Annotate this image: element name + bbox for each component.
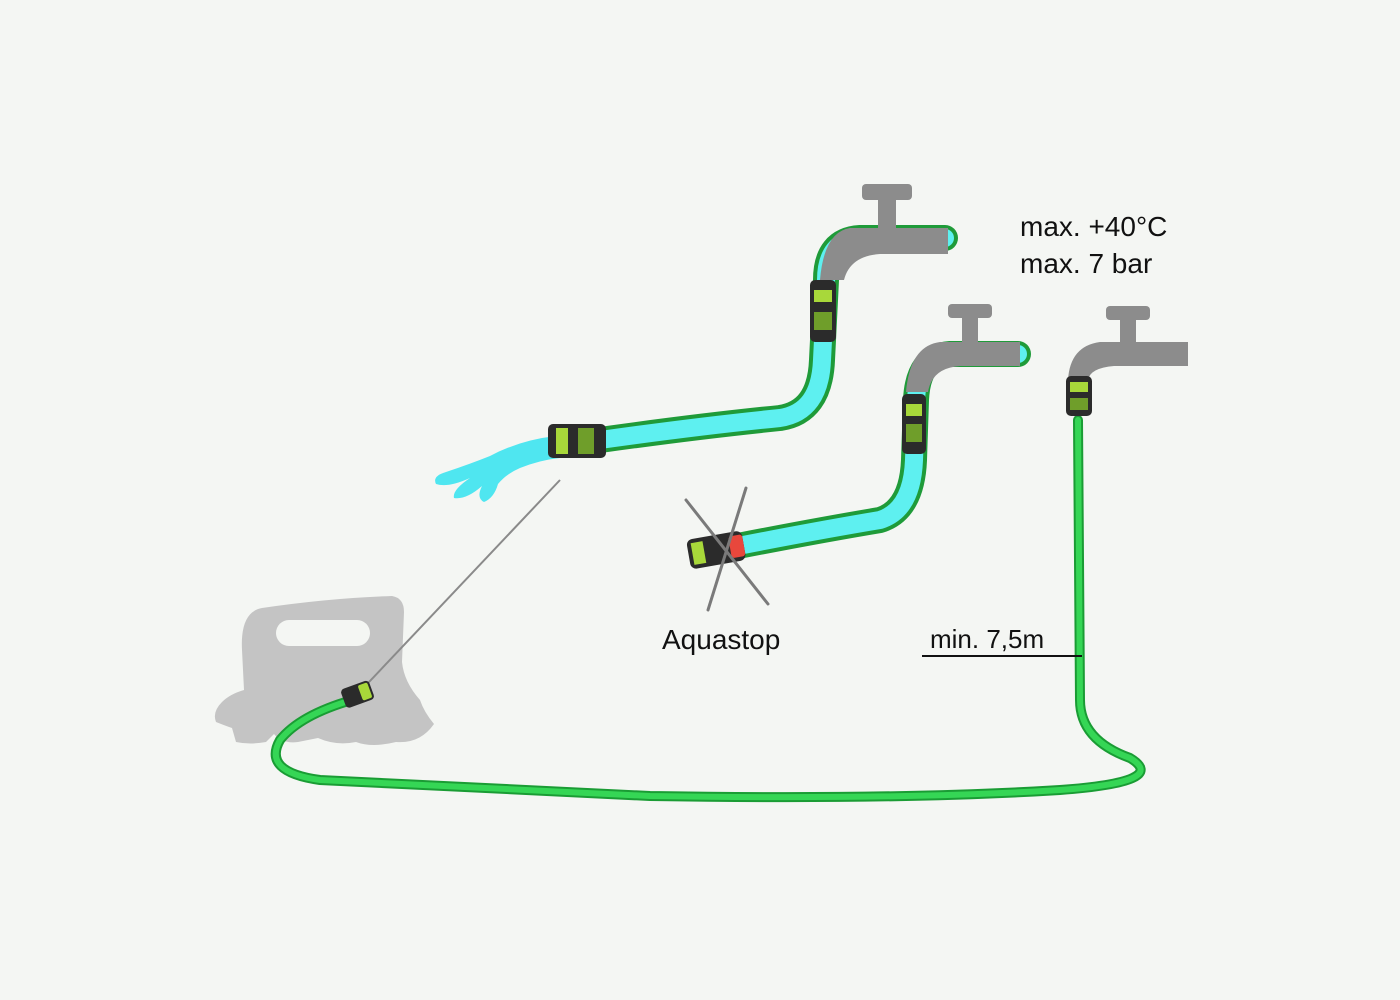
tap-connector-1 <box>810 280 836 342</box>
tap-connector-2 <box>902 394 926 454</box>
hose-with-water-flow-2 <box>725 341 1031 559</box>
pressure-washer-silhouette-icon <box>214 596 434 745</box>
max-pressure-label: max. 7 bar <box>1020 248 1152 279</box>
water-tap-icon <box>820 184 948 280</box>
main-garden-hose <box>270 415 1146 803</box>
detail-pointer-line <box>351 479 561 701</box>
water-jet-spray <box>435 436 560 502</box>
min-hose-length-label: min. 7,5m <box>930 624 1044 654</box>
water-tap-icon <box>1068 306 1188 380</box>
hose-with-water-flow-1 <box>587 225 958 453</box>
aquastop-label: Aquastop <box>662 624 780 655</box>
tap-connector-3 <box>1066 376 1092 416</box>
water-tap-icon <box>906 304 1020 392</box>
hose-connector-1 <box>548 424 606 458</box>
cross-mark-icon <box>684 486 770 612</box>
max-temperature-label: max. +40°C <box>1020 211 1167 242</box>
device-inlet-connector <box>341 680 374 708</box>
